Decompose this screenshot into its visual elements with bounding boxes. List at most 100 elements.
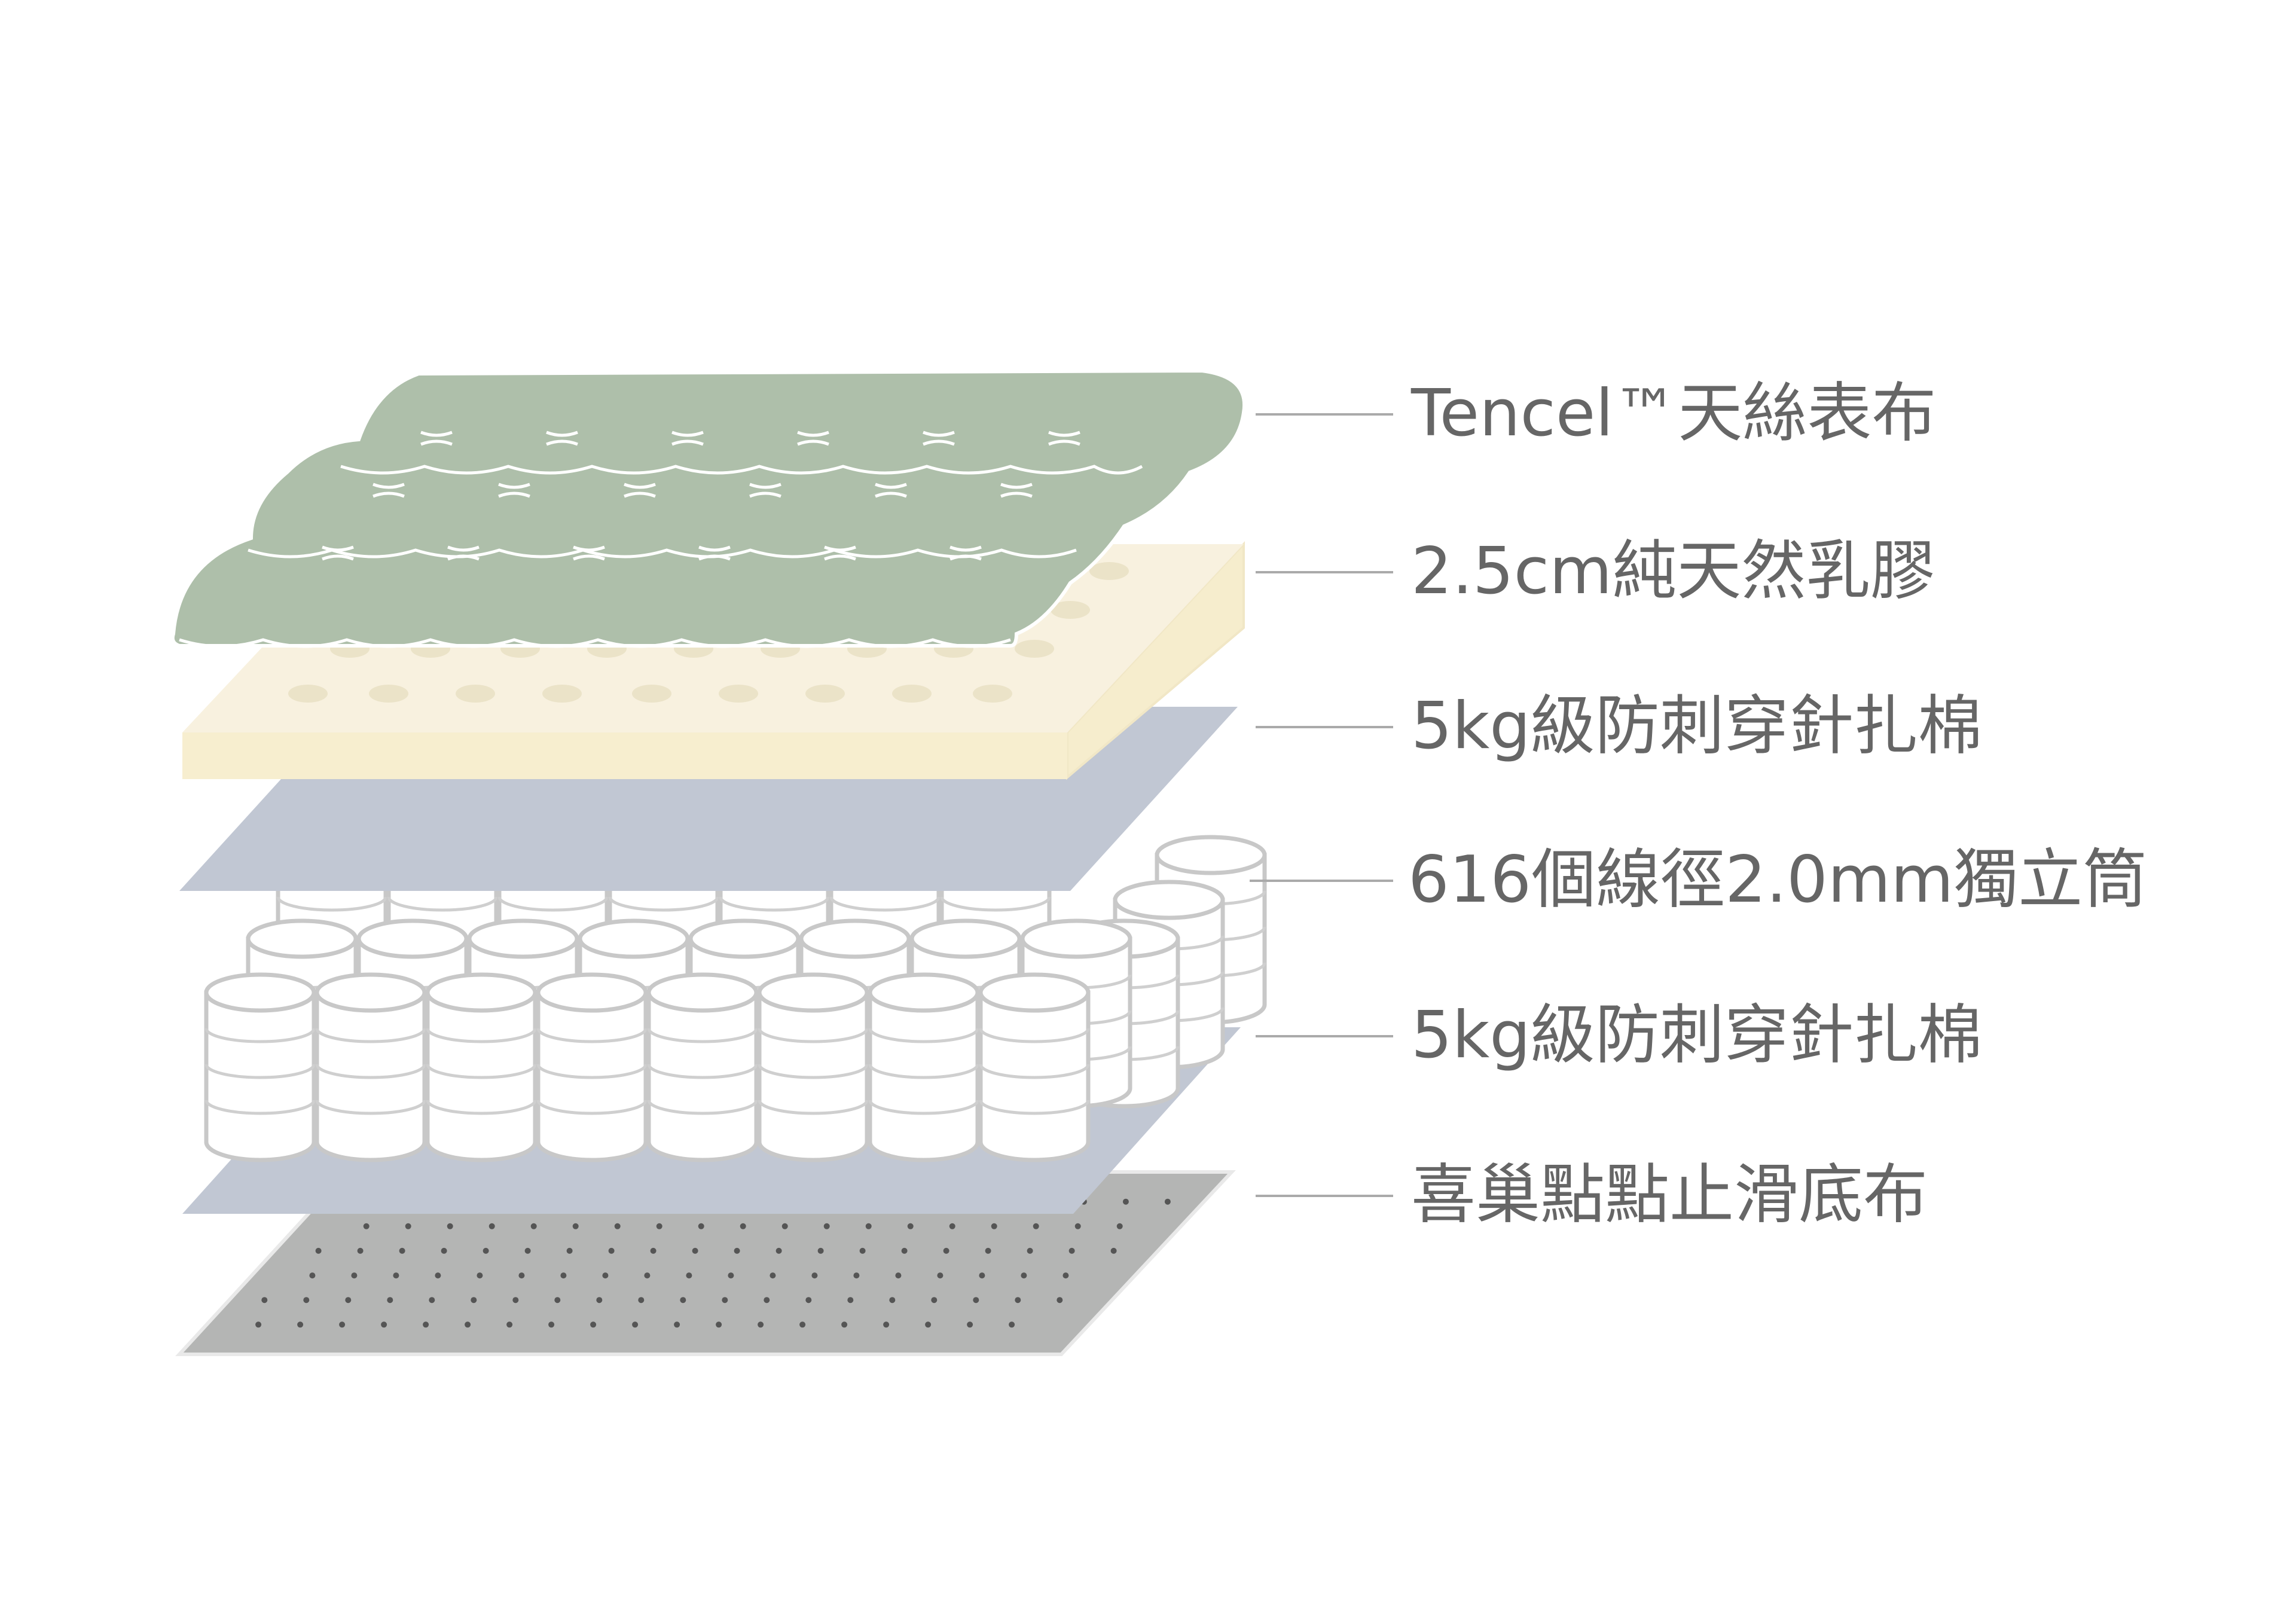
base-dot (447, 1223, 453, 1229)
base-dot (423, 1321, 429, 1328)
base-dot (722, 1297, 728, 1304)
label-base: 喜巢點點止滑底布 (1411, 1158, 1928, 1232)
base-dot (979, 1272, 985, 1279)
base-dot (1116, 1223, 1123, 1229)
base-dot (799, 1321, 806, 1328)
base-dot (303, 1297, 310, 1304)
label-cover: Tencel™天絲表布 (1410, 376, 1936, 451)
base-dot (740, 1223, 746, 1229)
quilt-stitch-icon (824, 545, 856, 561)
base-dot (1122, 1198, 1129, 1205)
base-fabric-sheet (175, 1170, 1236, 1356)
base-dot (387, 1297, 393, 1304)
base-dot (1057, 1297, 1063, 1304)
base-dot (393, 1272, 399, 1279)
base-dot (674, 1321, 680, 1328)
base-dot (823, 1223, 830, 1229)
quilt-stitch-icon (671, 431, 704, 446)
pocket-coil-icon (538, 975, 646, 1160)
label-felt-bottom: 5kg級防刺穿針扎棉 (1411, 998, 1983, 1073)
cover-stitches (322, 431, 1080, 561)
quilt-stitch-icon (949, 545, 982, 561)
base-dot (943, 1247, 949, 1254)
cover-quilt-seams (179, 465, 1143, 648)
quilt-seam (179, 638, 1011, 648)
base-dot (381, 1321, 387, 1328)
base-dot (770, 1272, 776, 1279)
base-dot (925, 1321, 932, 1328)
base-dot (566, 1247, 573, 1254)
base-dot (859, 1247, 866, 1254)
quilt-stitch-icon (573, 545, 605, 561)
base-dot (548, 1321, 555, 1328)
quilt-stitch-icon (698, 545, 731, 561)
base-dot (1068, 1247, 1075, 1254)
base-dot (1033, 1223, 1039, 1229)
base-dot (1021, 1272, 1027, 1279)
base-dot (1062, 1272, 1069, 1279)
quilt-stitch-icon (875, 483, 907, 498)
base-dot (339, 1321, 346, 1328)
layer-labels: Tencel™天絲表布 2.5cm純天然乳膠 5kg級防刺穿針扎棉 616個線徑… (1408, 376, 2147, 1232)
base-dot (1110, 1247, 1117, 1254)
pocket-coil-icon (870, 975, 978, 1160)
quilt-seam (248, 548, 1077, 558)
base-dot (297, 1321, 304, 1328)
base-dot (614, 1223, 621, 1229)
latex-hole (1089, 562, 1129, 580)
base-dot (686, 1272, 692, 1279)
base-dot (764, 1297, 770, 1304)
base-dot (937, 1272, 944, 1279)
base-dot (973, 1297, 979, 1304)
base-dot (441, 1247, 447, 1254)
base-dot (805, 1297, 812, 1304)
quilt-stitch-icon (1048, 431, 1080, 446)
base-dot (261, 1297, 268, 1304)
base-dot (351, 1272, 358, 1279)
base-dot (883, 1321, 890, 1328)
latex-hole (805, 685, 845, 703)
label-felt-top: 5kg級防刺穿針扎棉 (1411, 689, 1983, 764)
base-dot (477, 1272, 483, 1279)
base-dot (949, 1223, 955, 1229)
quilt-stitch-icon (322, 545, 354, 561)
leader-lines (1250, 413, 1393, 1197)
base-dot (811, 1272, 818, 1279)
base-dot (853, 1272, 860, 1279)
base-dot (698, 1223, 704, 1229)
base-dot (865, 1223, 872, 1229)
latex-hole (542, 685, 582, 703)
base-dot (901, 1247, 908, 1254)
base-dot (1015, 1297, 1021, 1304)
latex-hole (973, 685, 1012, 703)
pocket-coil-icon (649, 975, 756, 1160)
quilt-stitch-icon (498, 483, 530, 498)
base-dot (357, 1247, 364, 1254)
base-dot (465, 1321, 471, 1328)
latex-hole (632, 685, 671, 703)
latex-holes (288, 562, 1129, 703)
label-latex: 2.5cm純天然乳膠 (1411, 534, 1935, 609)
base-dot (399, 1247, 405, 1254)
base-dot (967, 1321, 973, 1328)
quilt-stitch-icon (624, 483, 656, 498)
base-dot (524, 1247, 531, 1254)
quilt-stitch-icon (373, 483, 405, 498)
base-dot (518, 1272, 525, 1279)
base-dot (530, 1223, 537, 1229)
latex-front-face (182, 732, 1067, 779)
base-dot (608, 1247, 615, 1254)
quilt-stitch-icon (420, 431, 453, 446)
base-dot (841, 1321, 848, 1328)
base-dot (255, 1321, 262, 1328)
pocket-coil-icon (428, 975, 535, 1160)
quilt-seam (340, 465, 1143, 475)
base-dot (596, 1297, 603, 1304)
base-dot (734, 1247, 740, 1254)
quilt-stitch-icon (749, 483, 781, 498)
base-dot (483, 1247, 489, 1254)
base-dot (363, 1223, 370, 1229)
base-dot (638, 1297, 645, 1304)
quilt-stitch-icon (1000, 483, 1033, 498)
